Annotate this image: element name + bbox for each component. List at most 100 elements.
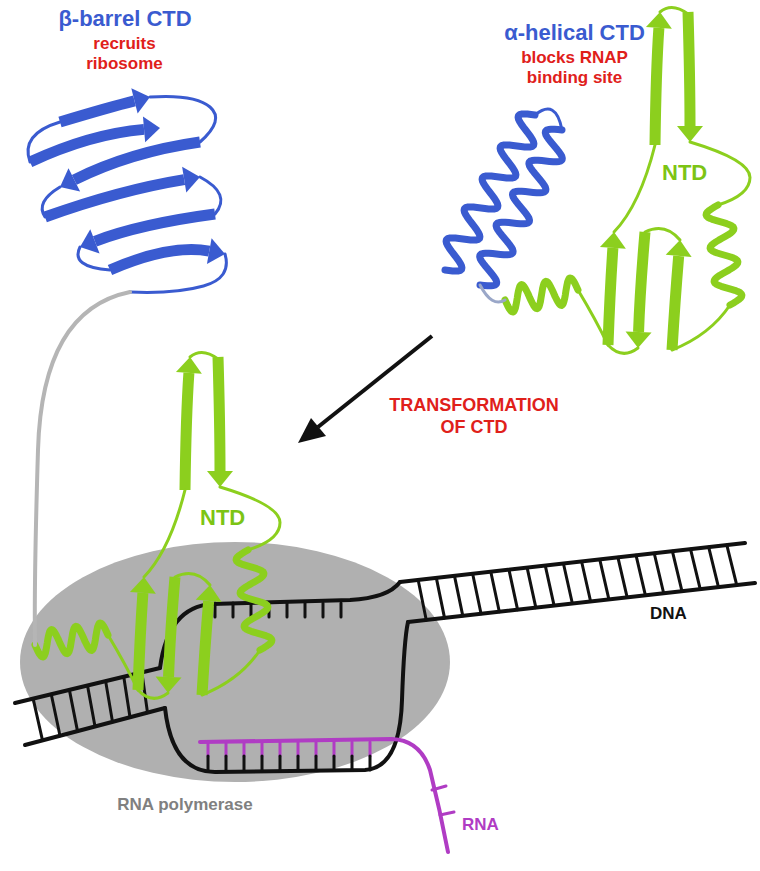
linker (35, 292, 130, 645)
base-pair (654, 553, 663, 593)
coil-loop (108, 635, 138, 690)
base-pair (691, 549, 701, 589)
rna-base (297, 742, 300, 756)
strand-arrowhead (207, 238, 225, 264)
base-pair (672, 551, 682, 591)
base-pair (88, 686, 96, 727)
coil-loop (578, 290, 608, 345)
unpaired-base (304, 603, 307, 617)
rna-base (207, 742, 210, 756)
coil-loop (150, 96, 216, 142)
base-pair (636, 555, 645, 595)
coil-loop (78, 247, 110, 270)
coil-loop (144, 490, 185, 577)
template-base (207, 756, 210, 770)
template-base (297, 756, 300, 770)
coil-loop (480, 285, 505, 302)
beta-strand (60, 101, 134, 122)
alpha-helix (236, 550, 272, 650)
beta-strand (608, 248, 613, 345)
rna-base (351, 742, 354, 756)
template-base (333, 756, 336, 770)
unpaired-base (232, 603, 235, 617)
rna-label: RNA (462, 815, 522, 835)
base-pair (106, 681, 113, 722)
coil-loop (28, 122, 60, 162)
base-pair (418, 580, 426, 620)
template-base (243, 756, 246, 770)
rna-base (333, 742, 336, 756)
beta-strand (169, 577, 175, 677)
strand-arrowhead (60, 168, 80, 191)
strand-arrowhead (600, 232, 626, 249)
beta-strand (688, 12, 690, 126)
coil-loop (138, 690, 168, 698)
base-pair (473, 574, 481, 614)
base-pair (51, 694, 60, 736)
coil-loop (200, 177, 221, 214)
base-pair (545, 566, 554, 606)
beta-strand (655, 28, 659, 145)
template-base (369, 756, 372, 770)
beta-strand (639, 232, 645, 332)
base-pair (527, 568, 536, 608)
coil-loop (614, 145, 655, 232)
rna-base (279, 742, 282, 756)
beta-strand (95, 214, 215, 241)
base-pair (727, 545, 737, 585)
function-note: blocks RNAP binding site (512, 48, 637, 89)
alpha-helix (706, 205, 742, 305)
strand-arrowhead (130, 577, 156, 594)
rna-base (261, 742, 264, 756)
domain-label: NTD (200, 505, 260, 531)
template-base (261, 756, 264, 770)
strand-arrowhead (182, 167, 200, 193)
strand-arrowhead (143, 116, 160, 142)
beta-strand (74, 142, 200, 180)
strand-arrowhead (646, 12, 672, 29)
template-base (351, 756, 354, 770)
alpha-helix (480, 129, 563, 286)
function-note: recruits ribosome (77, 34, 172, 75)
arrowhead (298, 418, 326, 443)
unpaired-base (322, 603, 325, 617)
strand-arrowhead (626, 332, 652, 348)
base-pair (454, 576, 462, 616)
base-pair (509, 570, 518, 610)
strand-arrowhead (80, 229, 100, 253)
beta-strand (185, 373, 189, 490)
domain-label: β-barrel CTD (25, 6, 225, 32)
base-pair (69, 690, 77, 731)
strand-arrowhead (196, 585, 222, 602)
rna-base (225, 742, 228, 756)
alpha-helix (505, 278, 578, 312)
unpaired-base (214, 603, 217, 617)
base-pair (563, 564, 572, 604)
rna-base (440, 812, 454, 815)
template-base (315, 756, 318, 770)
domain-label: α-helical CTD (492, 20, 657, 46)
template-base (225, 756, 228, 770)
base-pair (124, 677, 130, 718)
strand-arrowhead (677, 126, 703, 142)
coil-loop (608, 345, 638, 353)
alpha-helix (35, 623, 108, 657)
base-pair (600, 559, 609, 599)
dna-top-strand-bubble (160, 582, 400, 668)
rna-base (432, 786, 446, 790)
beta-strand (202, 601, 209, 695)
coil-loop (130, 254, 226, 292)
beta-strand (30, 129, 144, 162)
domain-label: NTD (662, 160, 722, 186)
base-pair (436, 578, 444, 618)
beta-strand (672, 256, 679, 350)
beta-barrel-ctd (28, 88, 226, 292)
coil-loop (672, 305, 730, 350)
unpaired-base (250, 603, 253, 617)
enzyme-label: RNA polymerase (85, 795, 285, 815)
rna-base (243, 742, 246, 756)
ntd-structure (35, 352, 280, 698)
strand-arrowhead (207, 471, 233, 487)
